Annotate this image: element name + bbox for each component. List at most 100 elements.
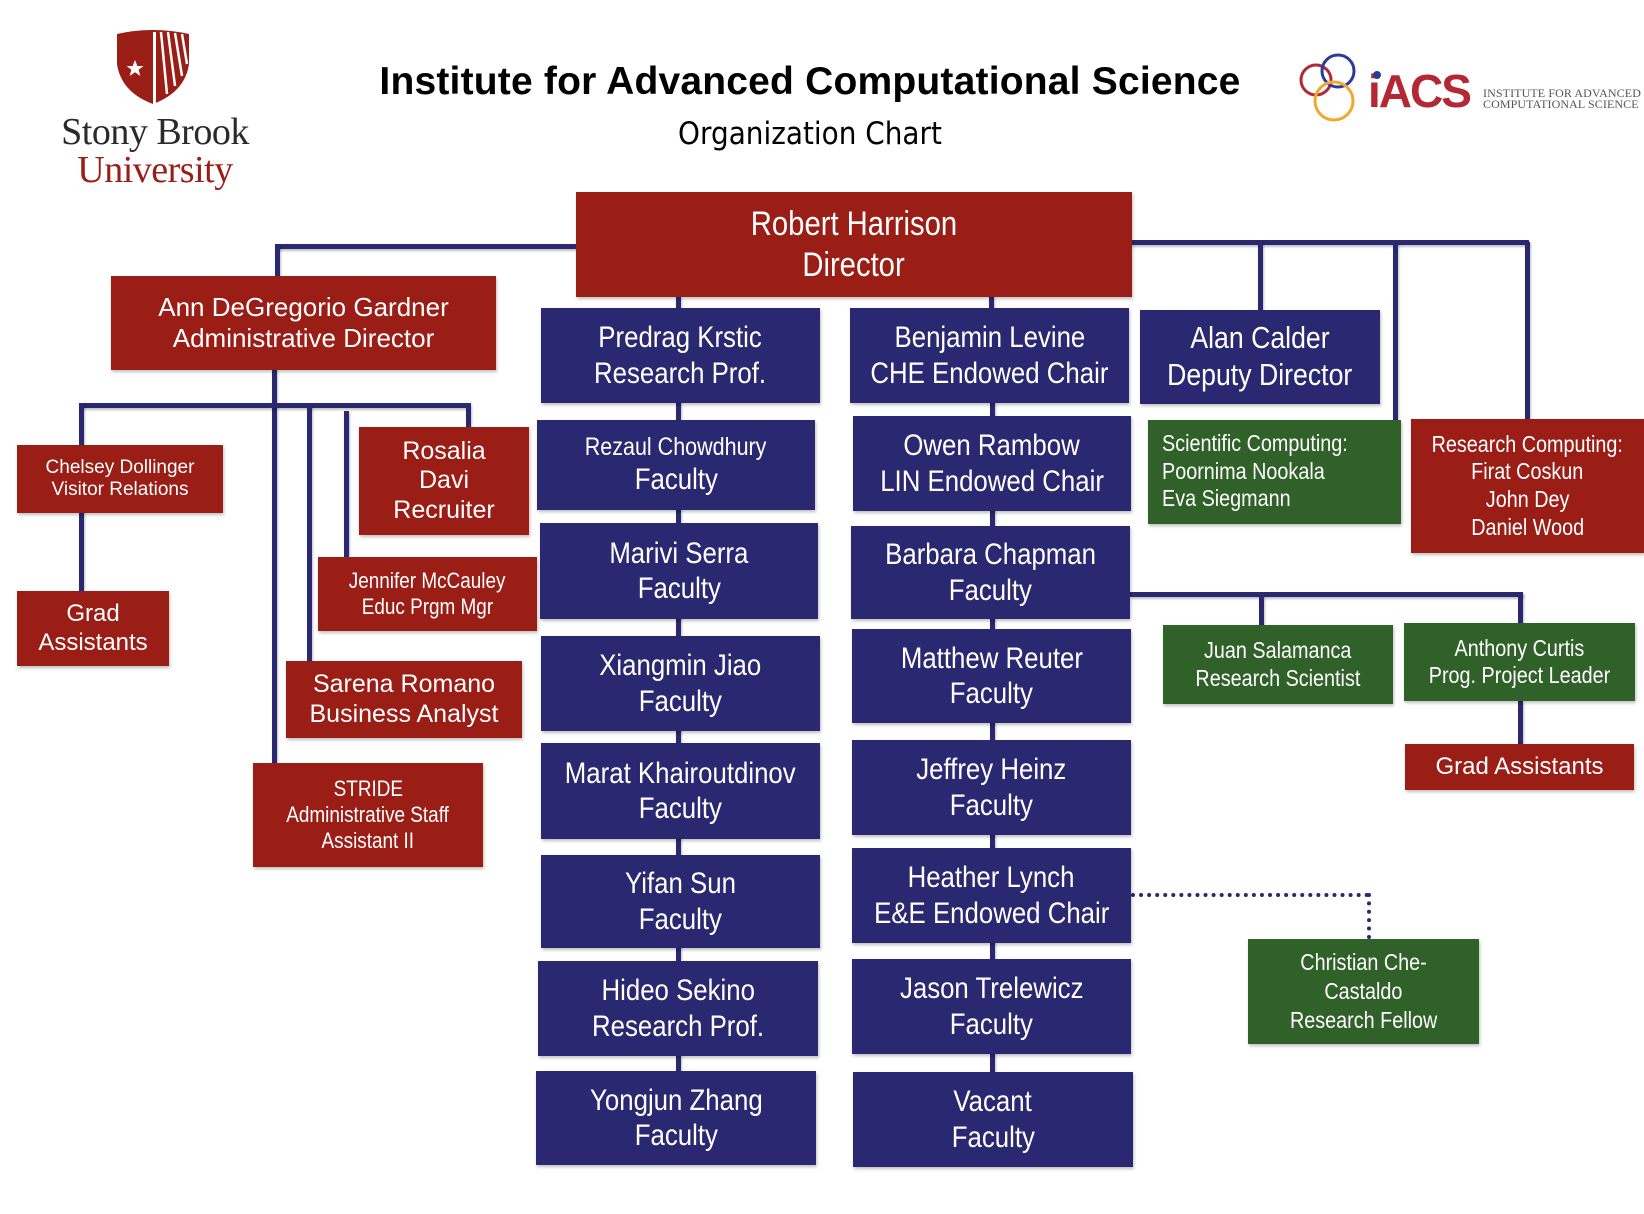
rings-icon [1299,53,1356,122]
scientific-computing-heading: Scientific Computing: [1162,430,1348,456]
faculty-name: Hideo Sekino [601,974,755,1008]
scientific-computing-box[interactable]: Scientific Computing: Poornima Nookala E… [1148,420,1401,524]
connector-line [1258,240,1263,311]
connector-line [1393,242,1398,420]
admin-director-name: Ann DeGregorio Gardner [158,292,449,323]
connector-line [1525,242,1530,420]
sarena-name: Sarena Romano [312,670,496,698]
stony-brook-wordmark: Stony Brook [61,111,249,153]
faculty-role: LIN Endowed Chair [880,464,1104,498]
connector-line [307,405,312,662]
juan-box[interactable]: Juan Salamanca Research Scientist [1163,625,1393,704]
juan-role: Research Scientist [1195,664,1361,691]
jennifer-role: Educ Prgm Mgr [361,594,494,619]
faculty-left-0[interactable]: Predrag Krstic Research Prof. [541,308,820,403]
faculty-name: Owen Rambow [903,429,1081,463]
connector-line [1130,592,1523,597]
faculty-right-3[interactable]: Matthew Reuter Faculty [852,629,1131,723]
iacs-dot [1373,71,1381,79]
stride-line1: STRIDE [333,776,403,802]
faculty-right-6[interactable]: Jason Trelewicz Faculty [852,959,1131,1054]
director-box[interactable]: Robert Harrison Director [576,192,1132,297]
grad-assistants-right-box[interactable]: Grad Assistants [1405,744,1634,790]
connector-line [344,411,349,558]
scientific-computing-member: Poornima Nookala [1162,457,1325,484]
faculty-right-2[interactable]: Barbara Chapman Faculty [851,526,1130,619]
faculty-role: Faculty [634,1119,718,1152]
faculty-left-2[interactable]: Marivi Serra Faculty [540,523,818,619]
christian-line2: Castaldo [1324,978,1403,1005]
christian-line1: Christian Che- [1300,949,1427,976]
faculty-role: Faculty [638,902,723,936]
rosalia-line2: Davi [418,466,469,495]
stride-box[interactable]: STRIDE Administrative Staff Assistant II [253,763,483,867]
faculty-name: Matthew Reuter [900,641,1083,675]
chelsey-role: Visitor Relations [51,479,189,500]
connector-line [676,296,681,310]
connector-line [272,368,277,765]
christian-line3: Research Fellow [1289,1006,1438,1033]
faculty-left-4[interactable]: Marat Khairoutdinov Faculty [541,743,820,839]
jennifer-box[interactable]: Jennifer McCauley Educ Prgm Mgr [318,557,537,631]
faculty-name: Benjamin Levine [894,321,1085,355]
faculty-right-1[interactable]: Owen Rambow LIN Endowed Chair [853,416,1131,511]
deputy-role: Deputy Director [1167,357,1353,392]
connector-line [1518,700,1523,745]
faculty-left-1[interactable]: Rezaul Chowdhury Faculty [537,420,815,510]
research-computing-member: Daniel Wood [1471,513,1584,540]
faculty-name: Barbara Chapman [885,538,1096,572]
research-computing-box[interactable]: Research Computing: Firat Coskun John De… [1411,419,1644,553]
grad-assistants-left-box[interactable]: Grad Assistants [17,591,169,666]
sarena-box[interactable]: Sarena Romano Business Analyst [286,661,522,738]
anthony-box[interactable]: Anthony Curtis Prog. Project Leader [1404,623,1635,701]
faculty-role: Faculty [638,684,723,718]
anthony-role: Prog. Project Leader [1428,662,1611,688]
faculty-role: Faculty [951,1120,1035,1154]
connector-line [466,403,471,428]
faculty-name: Marivi Serra [609,536,749,570]
faculty-name: Marat Khairoutdinov [565,756,796,790]
faculty-role: Faculty [634,463,718,497]
grad-left-line2: Assistants [38,628,148,656]
page-subtitle: Organization Chart [678,116,942,152]
admin-director-role: Administrative Director [172,323,435,353]
jennifer-name: Jennifer McCauley [349,568,506,594]
university-wordmark: University [77,149,233,191]
stride-line2: Administrative Staff [286,802,450,828]
chelsey-box[interactable]: Chelsey Dollinger Visitor Relations [17,445,223,513]
faculty-left-7[interactable]: Yongjun Zhang Faculty [536,1071,816,1165]
faculty-name: Jason Trelewicz [899,972,1084,1006]
admin-director-box[interactable]: Ann DeGregorio Gardner Administrative Di… [111,276,496,370]
rosalia-line3: Recruiter [393,495,495,524]
rosalia-box[interactable]: Rosalia Davi Recruiter [359,427,529,535]
deputy-director-box[interactable]: Alan Calder Deputy Director [1140,310,1380,404]
iacs-subtitle-line2: COMPUTATIONAL SCIENCE [1483,97,1639,111]
research-computing-member: John Dey [1485,486,1570,512]
faculty-right-7[interactable]: Vacant Faculty [853,1072,1133,1167]
faculty-right-5[interactable]: Heather Lynch E&E Endowed Chair [852,848,1131,943]
faculty-role: Research Prof. [591,1009,765,1043]
faculty-left-3[interactable]: Xiangmin Jiao Faculty [541,636,820,731]
research-computing-member: Firat Coskun [1471,458,1584,485]
faculty-right-0[interactable]: Benjamin Levine CHE Endowed Chair [850,308,1129,403]
faculty-role: Faculty [948,573,1033,607]
faculty-role: Faculty [637,572,721,605]
faculty-left-6[interactable]: Hideo Sekino Research Prof. [538,961,818,1056]
sarena-role: Business Analyst [309,699,499,728]
grad-left-line1: Grad [66,600,120,628]
faculty-role: Faculty [949,788,1034,822]
faculty-name: Jeffrey Heinz [916,753,1067,787]
connector-line [990,400,995,1074]
faculty-right-4[interactable]: Jeffrey Heinz Faculty [852,740,1131,835]
christian-box[interactable]: Christian Che- Castaldo Research Fellow [1248,939,1479,1044]
connector-line [1259,594,1264,626]
connector-line [1518,592,1523,624]
connector-line [989,296,994,310]
faculty-role: Faculty [949,1007,1034,1041]
faculty-name: Yongjun Zhang [589,1083,763,1117]
grad-right-label: Grad Assistants [1435,752,1604,780]
dotted-connector [1131,893,1369,897]
scientific-computing-member: Eva Siegmann [1162,485,1291,512]
page-title: Institute for Advanced Computational Sci… [379,60,1241,103]
faculty-left-5[interactable]: Yifan Sun Faculty [541,855,820,948]
